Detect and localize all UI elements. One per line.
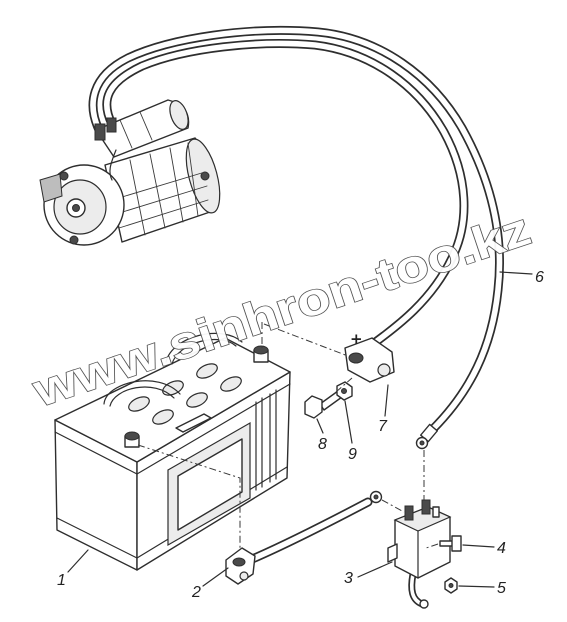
leader-1 — [67, 549, 89, 573]
battery-handle-front — [103, 380, 181, 407]
battery-top-label — [175, 413, 212, 433]
post-top — [124, 431, 140, 441]
relay-lead-wire — [408, 570, 426, 608]
leader-5 — [458, 585, 495, 588]
callout-8: 8 — [318, 436, 327, 453]
battery-lid-lip — [54, 383, 291, 475]
callout-1: 1 — [57, 572, 66, 589]
relay-coil-terminal — [432, 506, 440, 518]
leader-3 — [357, 561, 393, 578]
cell-cap — [152, 409, 174, 425]
relay-terminal — [404, 505, 414, 521]
relay-cable-lug — [415, 423, 439, 450]
leader-lines — [67, 271, 533, 588]
relay-mount-bracket — [387, 543, 398, 563]
starter-pinion-hub — [72, 204, 80, 212]
relay-ground-lug — [419, 599, 429, 609]
leader-9 — [344, 400, 353, 444]
callout-9: 9 — [348, 446, 357, 463]
callout-6: 6 — [535, 269, 544, 286]
battery-handle-rear — [165, 332, 243, 365]
leader-8 — [316, 418, 324, 434]
cables — [88, 26, 504, 608]
battery-label-panel — [177, 438, 243, 531]
nut-hole — [448, 583, 454, 588]
clamp-post-hole — [232, 557, 246, 567]
bolt-head — [451, 535, 462, 552]
battery-top-face — [54, 337, 291, 463]
battery-negative-post — [124, 431, 140, 448]
cable-core — [247, 499, 371, 563]
battery — [54, 332, 291, 571]
assembly-line — [381, 499, 405, 513]
starter-pinion-nose — [39, 173, 63, 203]
lug-hole — [373, 494, 379, 500]
starter-field-lead — [109, 149, 117, 181]
relay-terminal — [421, 499, 431, 515]
assembly-line — [335, 377, 353, 393]
callout-4: 4 — [497, 540, 506, 557]
negative-ground-cable — [245, 497, 373, 565]
starter-body-ribs — [129, 142, 199, 236]
cell-cap — [196, 363, 218, 379]
leader-4 — [462, 544, 495, 548]
relay-mount-bolt — [439, 535, 462, 552]
battery-cell-caps — [128, 363, 242, 425]
callout-3: 3 — [344, 570, 353, 587]
bolt-shank — [439, 540, 454, 547]
leader-6 — [499, 271, 533, 275]
cell-cap — [186, 392, 208, 408]
starter-solenoid-bands — [119, 111, 153, 149]
starter-solenoid-cap — [169, 100, 189, 130]
starter-terminal-stud — [94, 123, 106, 141]
post-top — [253, 345, 269, 355]
starter-motor — [39, 99, 221, 246]
starter-mount-bolt-lower — [69, 235, 79, 245]
clamp-post-hole — [348, 352, 364, 364]
callout-7: 7 — [378, 418, 388, 435]
battery-case-ribs — [255, 389, 277, 491]
handle-strap — [103, 380, 181, 405]
leader-7 — [384, 384, 389, 417]
ground-cable-ring-lug — [369, 490, 383, 504]
starter-mount-bolt-upper — [59, 171, 69, 181]
clamp-bolt-boss — [377, 363, 391, 377]
callout-labels: 1 2 3 4 5 6 7 8 9 — [57, 269, 544, 601]
lug-hole — [419, 440, 425, 446]
cell-cap — [220, 376, 242, 392]
clamp-bolt — [239, 571, 249, 581]
relay-nut — [444, 577, 458, 594]
handle-strap — [171, 338, 237, 365]
washer-hole — [341, 388, 347, 394]
starter-relay — [387, 499, 452, 609]
handle-strap — [165, 332, 243, 363]
handle-strap — [109, 386, 175, 407]
callout-2: 2 — [191, 584, 201, 601]
starter-body-shading — [111, 171, 209, 229]
polarity-plus-mark: + — [350, 330, 363, 348]
bolt-head — [304, 395, 323, 419]
cable-core — [90, 27, 503, 433]
assembly-line — [425, 543, 439, 549]
leader-2 — [202, 567, 229, 587]
negative-terminal-clamp — [225, 547, 256, 585]
assembly-line — [137, 444, 241, 548]
callout-5: 5 — [497, 580, 506, 597]
clamp-washer — [336, 381, 353, 401]
cell-cap — [128, 396, 150, 412]
positive-battery-cable — [102, 39, 469, 351]
battery-positive-post — [253, 345, 269, 363]
assembly-lines — [137, 322, 439, 549]
cable-core — [103, 40, 467, 349]
positive-terminal-clamp: + — [344, 330, 395, 383]
starter-to-relay-cable — [88, 26, 504, 435]
starter-terminal-stud — [106, 117, 117, 133]
